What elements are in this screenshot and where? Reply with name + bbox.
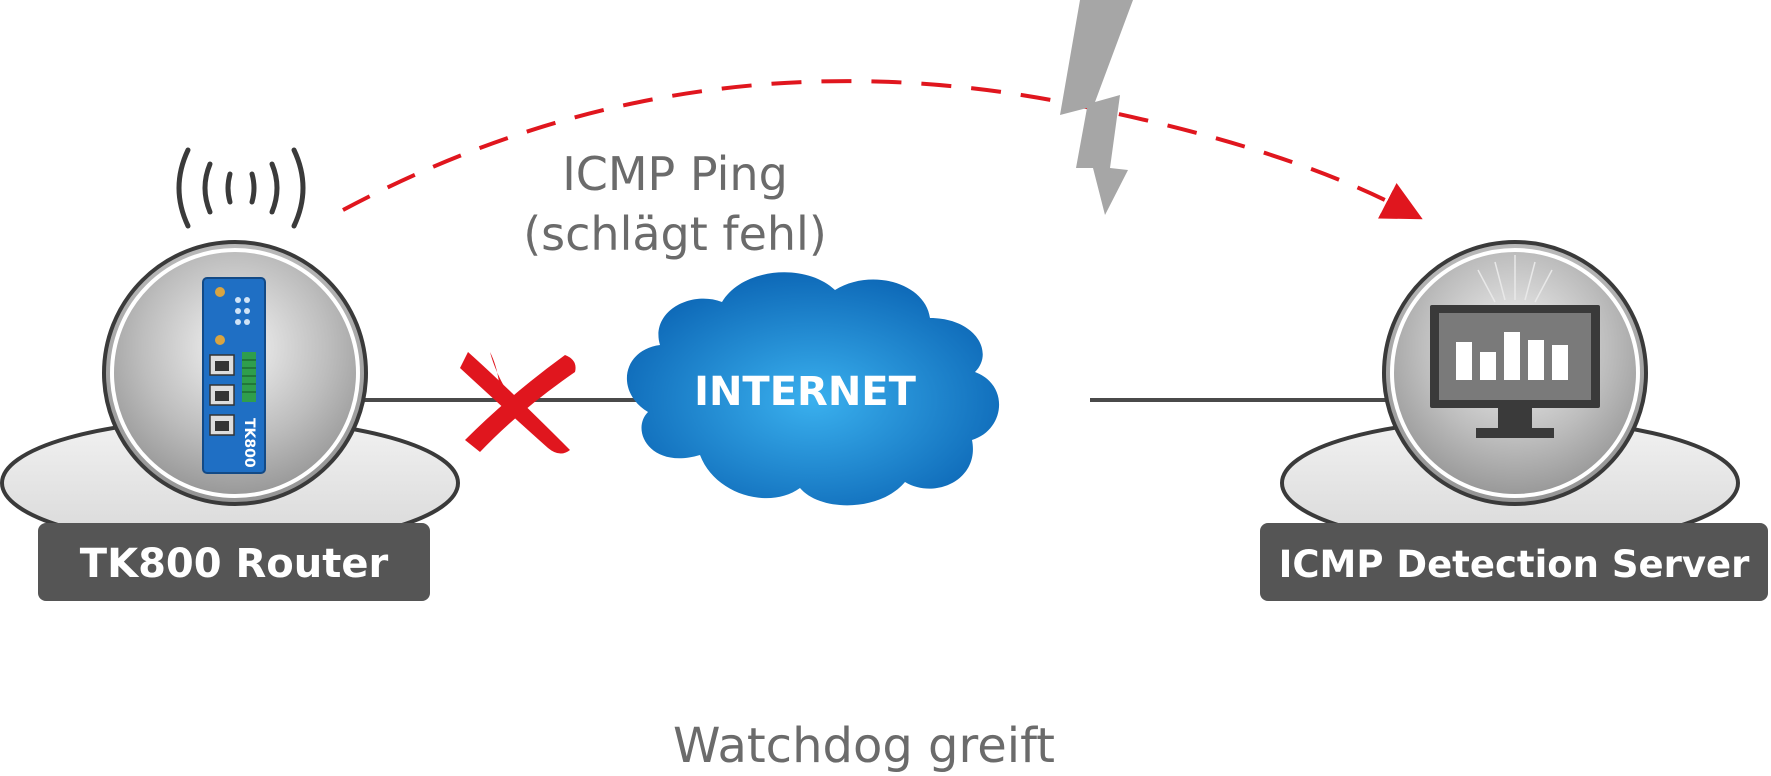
fail-cross-icon — [460, 352, 576, 454]
ping-label-line2: (schlägt fehl) — [523, 207, 827, 261]
ping-label-line1: ICMP Ping — [562, 147, 788, 201]
router-label-box — [38, 523, 430, 601]
lightning-bolt-icon — [1060, 0, 1133, 215]
server-label: ICMP Detection Server — [1279, 543, 1750, 586]
monitor-chart-icon — [1430, 255, 1600, 438]
watchdog-label: Watchdog greift — [673, 718, 1055, 774]
cloud-label: INTERNET — [694, 369, 917, 415]
router-device-label: TK800 — [241, 418, 257, 468]
router-label: TK800 Router — [80, 541, 389, 587]
ping-arc — [342, 79, 1423, 220]
wifi-signal-icon — [176, 147, 306, 229]
router-device-icon: TK800 — [202, 277, 266, 474]
cloud-icon: INTERNET — [626, 272, 1000, 506]
server-label-box — [1260, 523, 1768, 601]
